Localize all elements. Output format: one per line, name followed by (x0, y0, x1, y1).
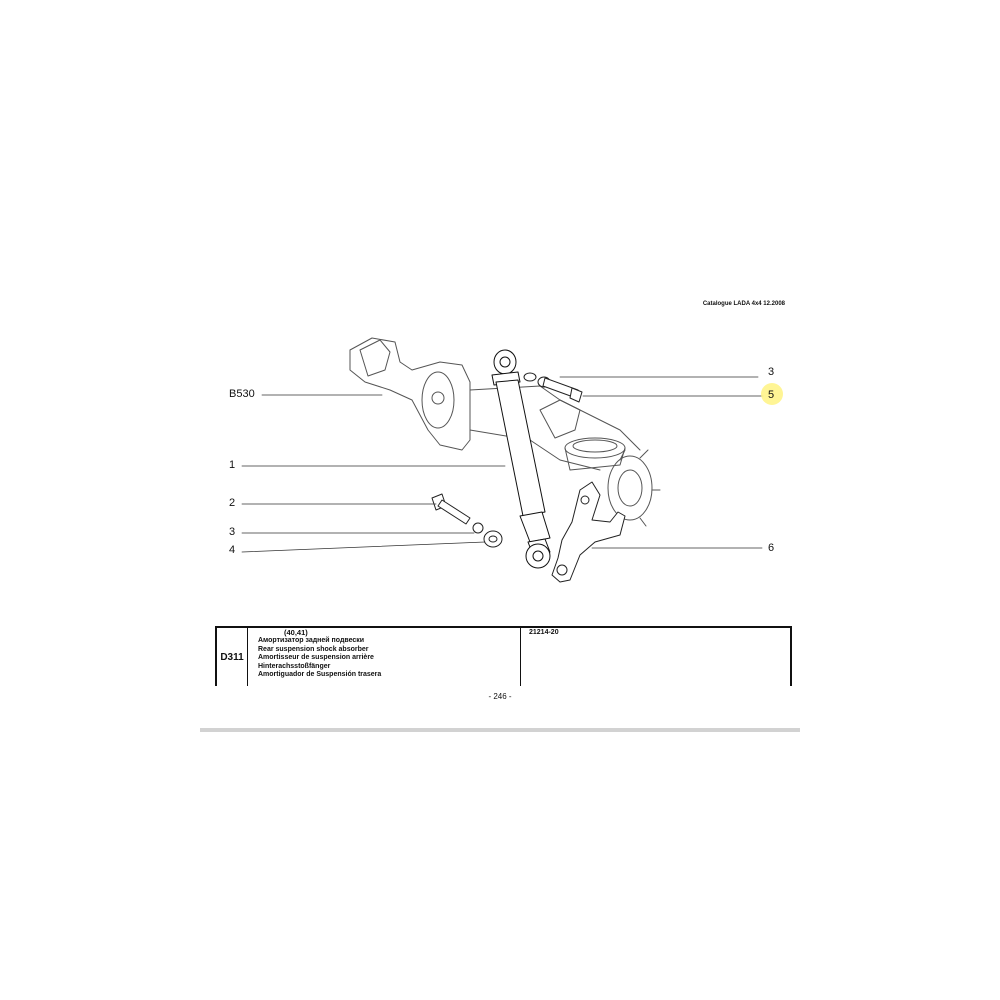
section-code: D311 (217, 628, 248, 686)
callout-b530: B530 (229, 388, 255, 400)
catalogue-page: Catalogue LADA 4x4 12.2008 (200, 290, 800, 730)
section-ref: (40,41) (284, 628, 308, 637)
model-code: 21214-20 (529, 629, 559, 636)
callout-2: 2 (229, 497, 236, 509)
parts-diagram (241, 337, 764, 583)
callout-3-left: 3 (229, 526, 236, 538)
desc-line-de: Hinterachsstoßfänger (258, 662, 331, 670)
bracket-icon (551, 481, 626, 583)
section-description: (40,41) Амортизатор задней подвески Rear… (248, 628, 521, 686)
callout-4: 4 (229, 544, 236, 556)
page-number: - 246 - (488, 692, 512, 701)
bolt-icon (431, 493, 503, 548)
bottom-divider (200, 728, 800, 732)
desc-line-fr: Amortisseur de suspension arrière (258, 654, 374, 662)
desc-line-en: Rear suspension shock absorber (258, 645, 369, 653)
leader-lines (241, 376, 764, 553)
callout-3-right: 3 (768, 366, 775, 378)
desc-line-es: Amortiguador de Suspensión trasera (258, 671, 382, 679)
bolt-icon (523, 372, 583, 403)
callout-highlight (761, 383, 783, 405)
desc-line-ru: Амортизатор задней подвески (258, 637, 365, 645)
parts-info-table: D311 (40,41) Амортизатор задней подвески… (215, 626, 792, 686)
callout-5: 5 (768, 389, 775, 401)
shock-absorber-icon (491, 349, 551, 569)
catalogue-title: Catalogue LADA 4x4 12.2008 (702, 301, 785, 307)
callout-1: 1 (229, 459, 236, 471)
callout-6: 6 (768, 542, 775, 554)
